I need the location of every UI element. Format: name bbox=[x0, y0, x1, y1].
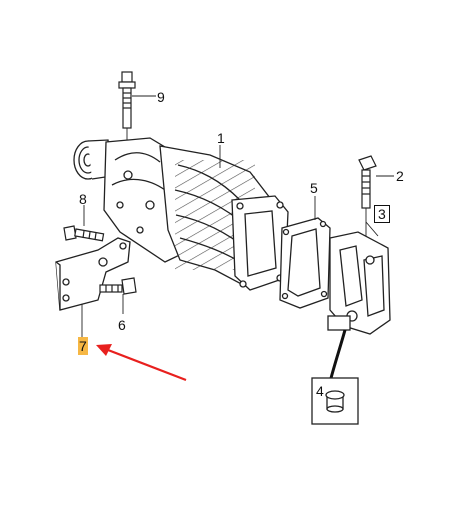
callout-6: 6 bbox=[118, 317, 126, 333]
callout-3: 3 bbox=[374, 205, 390, 223]
bracket-7 bbox=[55, 237, 131, 338]
bolt-2 bbox=[358, 155, 394, 240]
bolt-8 bbox=[63, 205, 105, 242]
bolt-6 bbox=[99, 277, 137, 314]
part-4-box bbox=[311, 377, 359, 425]
bracket-3 bbox=[327, 221, 391, 335]
callout-2: 2 bbox=[396, 168, 404, 184]
callout-1: 1 bbox=[217, 130, 225, 146]
callout-4: 4 bbox=[316, 383, 324, 399]
callout-5: 5 bbox=[310, 180, 318, 196]
gasket-5 bbox=[279, 196, 331, 309]
hose-line bbox=[328, 329, 347, 383]
red-pointer-arrow bbox=[96, 344, 187, 382]
supercharger-body bbox=[73, 137, 289, 291]
callout-8: 8 bbox=[79, 191, 87, 207]
callout-7-highlighted: 7 bbox=[78, 337, 88, 355]
callout-9: 9 bbox=[157, 89, 165, 105]
